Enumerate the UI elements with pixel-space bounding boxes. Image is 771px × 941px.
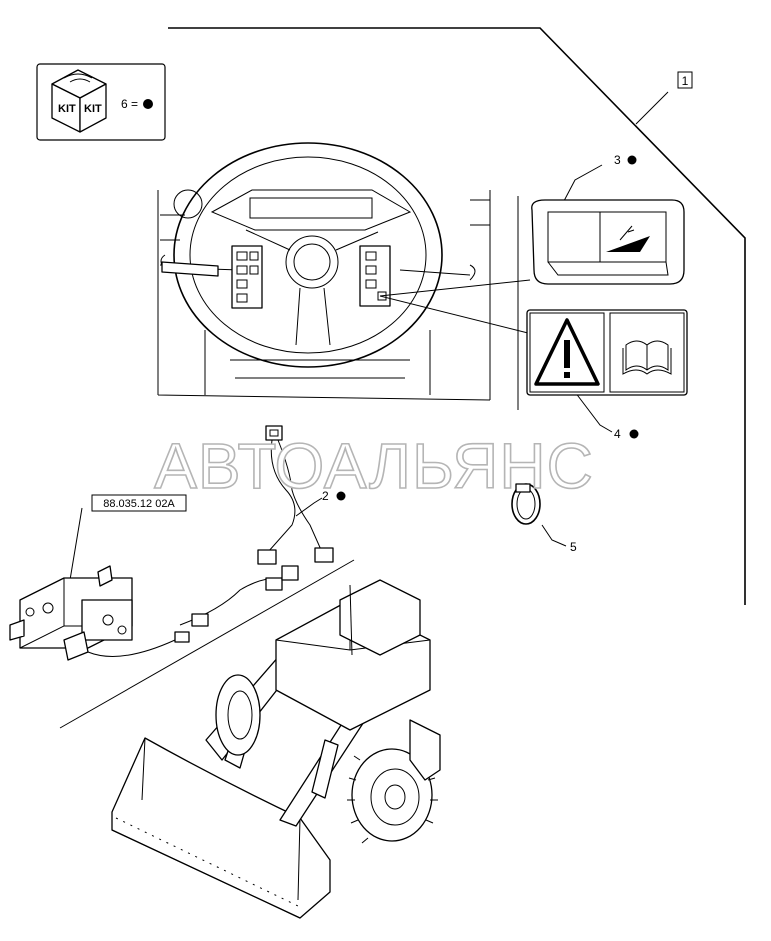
callout-2-dot-icon bbox=[336, 491, 346, 501]
callout-1[interactable]: 1 bbox=[677, 71, 693, 89]
kit-label-right: KIT bbox=[84, 103, 102, 115]
loader-lever-icon bbox=[606, 225, 650, 252]
kit-dot-icon bbox=[143, 99, 153, 109]
item-5-cable-clamp[interactable] bbox=[511, 483, 541, 525]
callout-4-label: 4 bbox=[614, 427, 621, 441]
steering-wheel-dashboard bbox=[157, 142, 491, 401]
callout-3-label: 3 bbox=[614, 153, 621, 167]
item-3-loader-switch[interactable] bbox=[531, 199, 685, 285]
hydraulic-valve-assembly bbox=[9, 559, 355, 729]
callout-4-dot-icon bbox=[629, 429, 639, 439]
assembly-frame bbox=[168, 27, 746, 605]
front-loader-tractor bbox=[111, 579, 441, 919]
kit-box-icon: KIT KIT bbox=[51, 69, 107, 133]
callout-1-label: 1 bbox=[682, 74, 689, 88]
left-switch-panel bbox=[231, 245, 263, 309]
watermark: АВТОАЛЬЯНС bbox=[154, 430, 594, 502]
callout-3-dot-icon bbox=[627, 155, 637, 165]
reference-text: 88.035.12 02A bbox=[103, 498, 175, 510]
warning-triangle-icon bbox=[534, 318, 600, 386]
reference-label[interactable]: 88.035.12 02A bbox=[91, 494, 187, 512]
callout-2-label: 2 bbox=[322, 489, 329, 503]
manual-book-icon bbox=[622, 340, 672, 375]
item-4-warning-decal[interactable] bbox=[526, 309, 688, 396]
right-switch-panel bbox=[359, 245, 391, 307]
kit-callout-label: 6 = bbox=[121, 97, 138, 111]
item-2-wiring-harness[interactable] bbox=[257, 425, 334, 565]
kit-label-left: KIT bbox=[58, 103, 76, 115]
kit-box[interactable]: KIT KIT 6 = bbox=[36, 63, 166, 141]
callout-5-label: 5 bbox=[570, 540, 577, 554]
